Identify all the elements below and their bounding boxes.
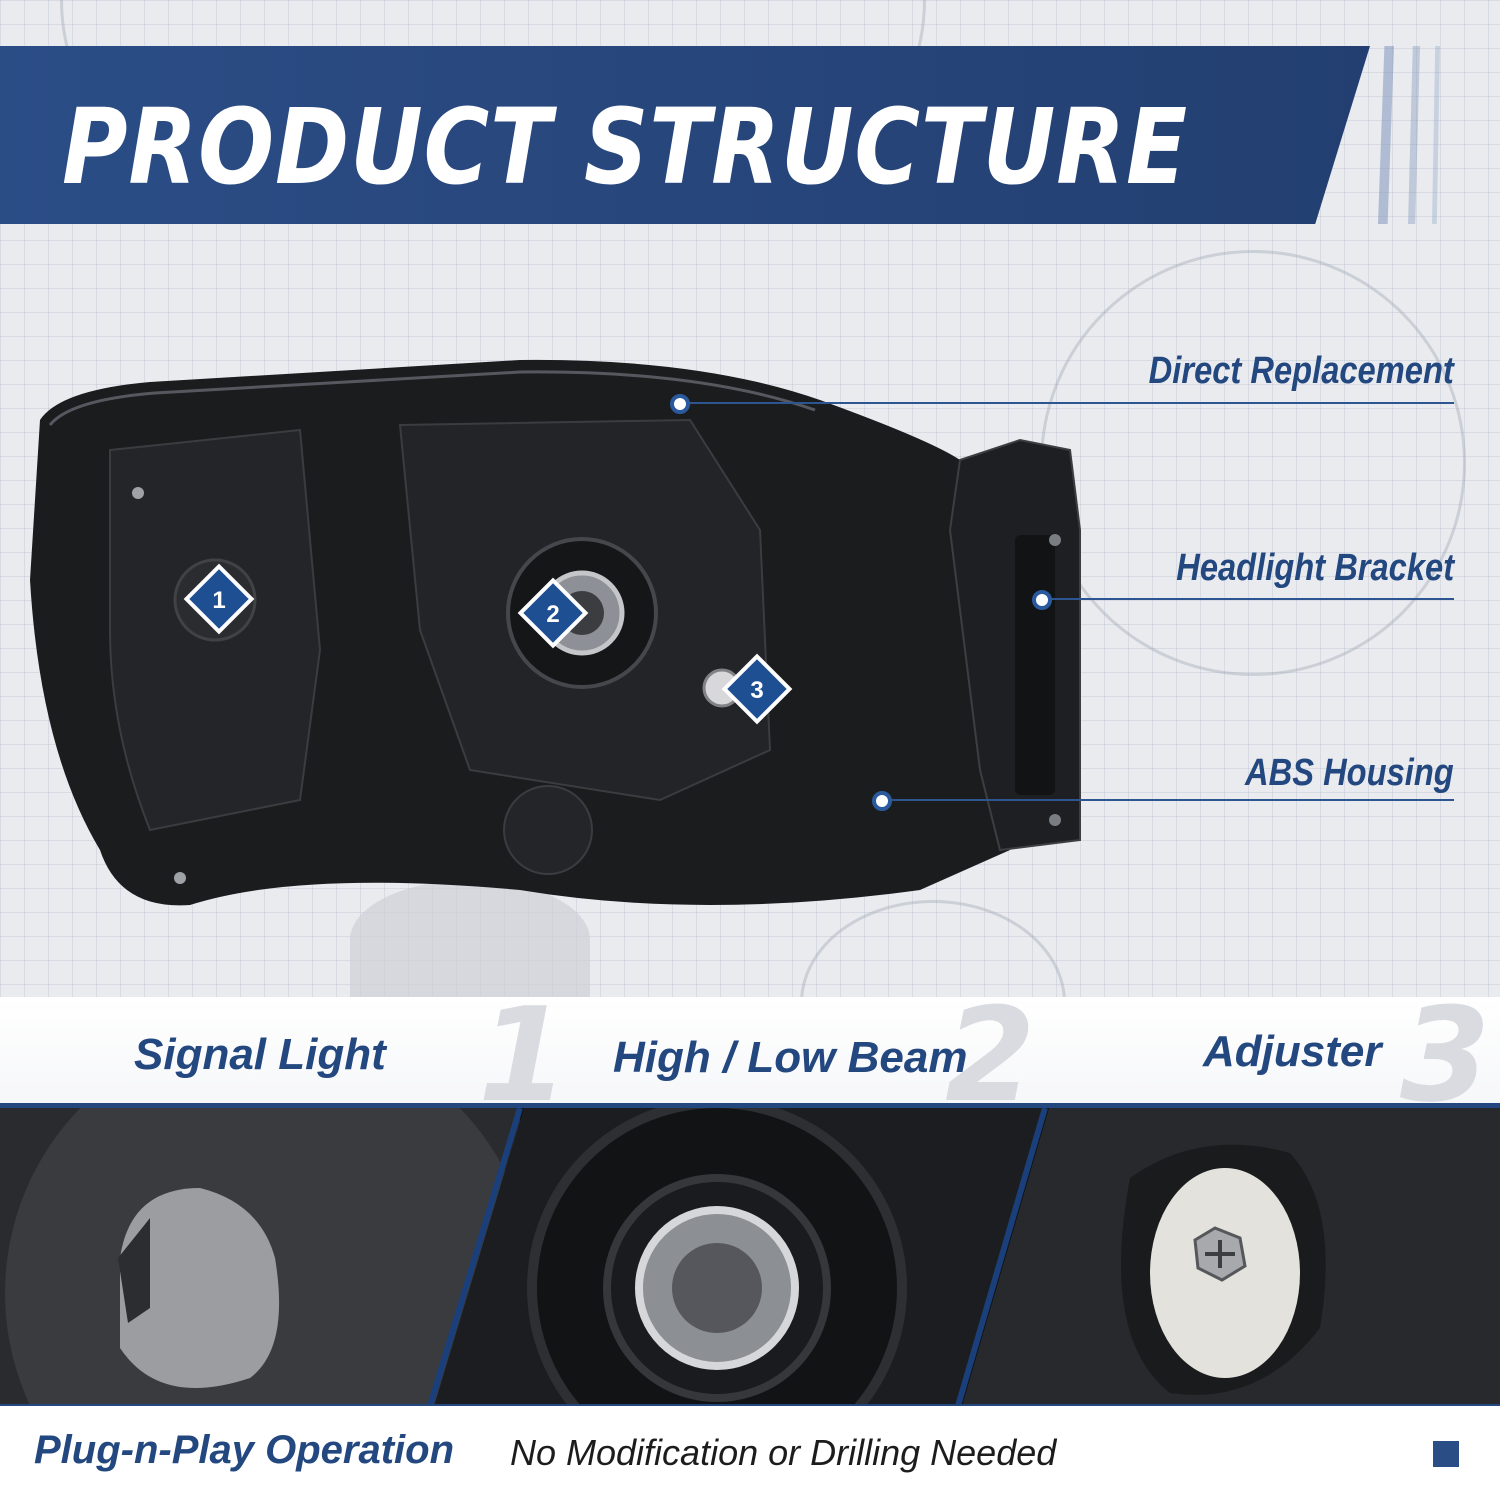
closeup-images — [0, 1108, 1500, 1406]
marker-1: 1 — [183, 563, 255, 635]
marker-2: 2 — [517, 577, 589, 649]
panel-divider — [955, 1108, 1048, 1406]
screw — [1049, 814, 1061, 826]
banner-stripe — [1408, 46, 1420, 224]
banner-stripe — [1378, 46, 1394, 224]
housing-rim — [48, 370, 816, 426]
callout-label: ABS Housing — [1245, 752, 1454, 794]
header-banner: PRODUCT STRUCTURE — [0, 46, 1440, 224]
callout-abs-housing: ABS Housing — [914, 752, 1454, 795]
headlight-rear-image: 1 2 3 — [30, 359, 1081, 906]
rear-grommet — [503, 785, 593, 875]
screw — [132, 487, 144, 499]
closeup-high-low-beam — [434, 1108, 1045, 1406]
footer — [0, 1406, 1500, 1500]
closeup-panels — [0, 1108, 1500, 1406]
feature-number: 1 — [478, 979, 569, 1131]
closeup-signal-light — [0, 1108, 535, 1406]
callout-dot — [872, 791, 892, 811]
callout-label: Direct Replacement — [1148, 350, 1454, 392]
feature-label-adjuster: Adjuster — [1203, 1027, 1382, 1076]
callout-dot — [1032, 590, 1052, 610]
feature-label-signal-light: Signal Light — [134, 1030, 386, 1079]
screw — [174, 872, 186, 884]
callout-direct-replacement: Direct Replacement — [914, 350, 1454, 393]
footer-subtext: No Modification or Drilling Needed — [510, 1432, 1057, 1473]
feature-label-high-low-beam: High / Low Beam — [613, 1033, 968, 1082]
feature-number: 3 — [1400, 979, 1491, 1131]
marker-3: 3 — [721, 653, 793, 725]
marker-number: 2 — [546, 601, 559, 628]
banner-background — [0, 46, 1370, 224]
band-divider — [0, 1103, 1500, 1108]
callout-leader-line — [1046, 598, 1454, 600]
callout-dot — [670, 394, 690, 414]
footer-headline: Plug-n-Play Operation — [34, 1428, 455, 1472]
panel-divider — [427, 1108, 523, 1406]
marker-number: 1 — [212, 587, 225, 614]
feature-number: 2 — [945, 979, 1036, 1131]
callout-headlight-bracket: Headlight Bracket — [914, 547, 1454, 590]
banner-stripe — [1432, 46, 1440, 224]
callout-leader-line — [684, 402, 1454, 404]
callout-leader-line — [886, 799, 1454, 801]
screw — [1049, 534, 1061, 546]
callout-label: Headlight Bracket — [1176, 547, 1454, 589]
page-title: PRODUCT STRUCTURE — [62, 86, 1188, 208]
feature-label-band — [0, 997, 1500, 1105]
marker-number: 3 — [750, 677, 763, 704]
footer-accent-square — [1433, 1441, 1459, 1467]
background-shape — [350, 880, 590, 1000]
closeup-adjuster — [962, 1108, 1500, 1406]
